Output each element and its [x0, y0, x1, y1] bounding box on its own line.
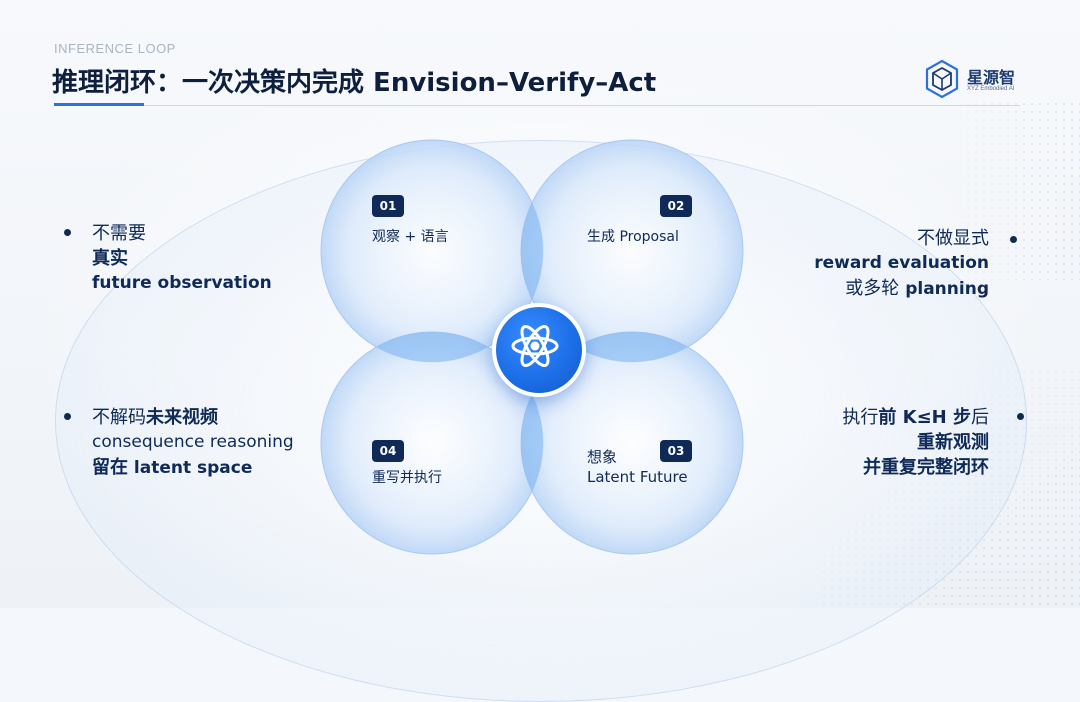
step-label-propose: 生成 Proposal — [587, 229, 679, 245]
section-eyebrow: INFERENCE LOOP — [54, 41, 176, 56]
title-divider — [54, 105, 1020, 106]
atom-icon — [511, 325, 559, 367]
note-bl-line3: 留在 latent space — [92, 455, 294, 481]
bullet-top-left — [64, 229, 71, 236]
note-tr-line3: 或多轮 planning — [814, 276, 989, 302]
step-badge-04: 04 — [372, 440, 404, 462]
page-title: 推理闭环：一次决策内完成 Envision–Verify–Act — [52, 68, 657, 98]
step-label-imagine-line1: 想象 — [587, 448, 618, 466]
note-br-line1-a: 执行 — [842, 407, 879, 428]
note-bl-line2: consequence reasoning — [92, 432, 294, 452]
note-tr-line1: 不做显式 — [917, 228, 989, 249]
note-bl-line3-a: 留在 — [92, 457, 128, 478]
note-tr-line2: reward evaluation — [814, 253, 989, 273]
step-label-observe: 观察 + 语言 — [372, 229, 449, 245]
note-tl-line2: 真实 — [92, 248, 128, 269]
note-tr-line3-b: planning — [899, 279, 989, 299]
note-bl-line3-b: latent space — [128, 458, 253, 478]
step-badge-03: 03 — [660, 440, 692, 462]
step-badge-01: 01 — [372, 195, 404, 217]
note-top-right: 不做显式 reward evaluation 或多轮 planning — [814, 226, 989, 302]
note-br-line3: 并重复完整闭环 — [863, 457, 989, 478]
bullet-bottom-right — [1017, 413, 1024, 420]
brand-subtitle: XYZ Embodied AI — [967, 86, 1015, 92]
step-badge-02: 02 — [660, 195, 692, 217]
brand-name: 星源智 — [967, 68, 1016, 87]
note-bl-line1-a: 不解码 — [92, 407, 146, 428]
hexagon-cube-icon — [925, 59, 959, 99]
bullet-bottom-left — [64, 413, 71, 420]
dot-pattern-top-right — [940, 100, 1080, 280]
note-br-line1-c: 后 — [971, 407, 989, 428]
step-label-imagine-line2: Latent Future — [587, 468, 688, 486]
note-bottom-left: 不解码未来视频 consequence reasoning 留在 latent … — [92, 405, 294, 481]
brand-logo: 星源智 XYZ Embodied AI — [924, 59, 1034, 99]
note-br-line1: 执行前 K≤H 步后 — [842, 405, 989, 430]
bullet-top-right — [1010, 236, 1017, 243]
title-accent-bar — [54, 103, 144, 106]
note-top-left: 不需要 真实 future observation — [92, 221, 272, 296]
step-label-rewrite: 重写并执行 — [372, 470, 442, 486]
note-bottom-right: 执行前 K≤H 步后 重新观测 并重复完整闭环 — [842, 405, 989, 480]
note-bl-line1: 不解码未来视频 — [92, 405, 294, 430]
note-tl-line1: 不需要 — [92, 223, 146, 244]
note-bl-line1-b: 未来视频 — [146, 407, 218, 428]
note-tr-line3-a: 或多轮 — [845, 278, 900, 299]
hub-circle — [492, 303, 586, 397]
dot-pattern — [820, 368, 1080, 608]
note-br-line1-b: 前 K≤H 步 — [878, 407, 971, 428]
note-tl-line3: future observation — [92, 273, 272, 293]
note-br-line2: 重新观测 — [917, 432, 989, 453]
